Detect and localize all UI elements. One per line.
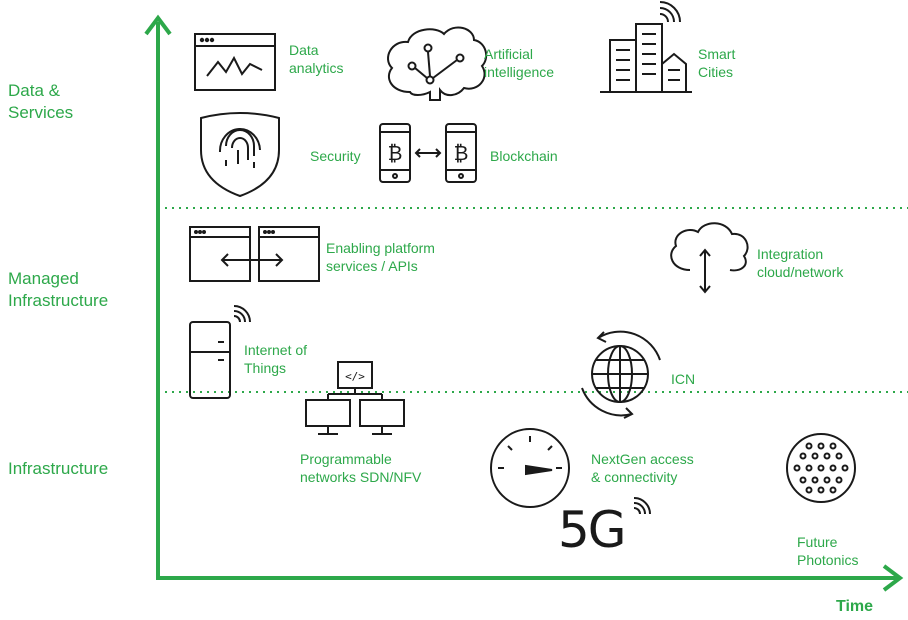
smart-city-icon	[600, 1, 692, 93]
label-data-analytics: Data analytics	[289, 42, 344, 76]
code-symbol: </>	[345, 370, 365, 383]
x-axis-label-time: Time	[836, 598, 874, 615]
layer-label-infrastructure: Infrastructure	[8, 459, 109, 478]
label-blockchain: Blockchain	[490, 148, 558, 164]
label-programmable-networks: Programmable networks SDN/NFV	[300, 451, 422, 485]
layer-label-data-services: Data & Services	[8, 81, 74, 122]
label-smart-cities: Smart Cities	[698, 46, 736, 80]
label-future-photonics: Future Photonics	[797, 534, 859, 568]
speedometer-icon	[490, 428, 570, 508]
photonics-fiber-icon	[786, 433, 856, 503]
5g-signal-icon	[633, 497, 651, 515]
fridge-iot-icon	[189, 305, 251, 399]
data-analytics-icon	[194, 33, 276, 91]
bitcoin-symbol-left: ₿	[388, 141, 403, 165]
globe-network-icon	[581, 330, 661, 419]
label-internet-of-things: Internet of Things	[244, 342, 308, 376]
fingerprint-shield-icon	[200, 112, 280, 198]
sdn-network-icon	[305, 361, 405, 435]
label-nextgen-access: NextGen access & connectivity	[591, 451, 694, 485]
label-security: Security	[310, 148, 361, 164]
label-5g: 5G	[558, 501, 627, 559]
label-artificial-intelligence: Artificial intelligence	[484, 46, 555, 80]
brain-icon	[387, 26, 488, 101]
layer-label-managed-infrastructure: Managed Infrastructure	[8, 269, 109, 310]
cloud-sync-icon	[670, 222, 749, 294]
api-windows-icon	[189, 226, 320, 282]
label-integration: Integration cloud/network	[757, 246, 844, 280]
blockchain-icon	[379, 123, 477, 183]
y-axis	[144, 14, 172, 580]
label-enabling-platform: Enabling platform services / APIs	[326, 240, 435, 274]
bitcoin-symbol-right: ₿	[454, 141, 469, 165]
x-axis	[156, 564, 904, 592]
label-icn: ICN	[671, 371, 696, 387]
